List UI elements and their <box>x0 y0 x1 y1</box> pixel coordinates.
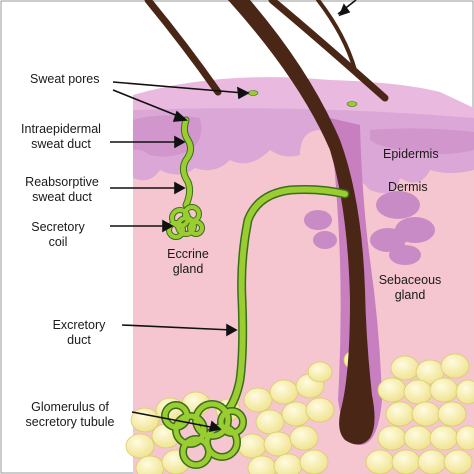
main-hair <box>228 0 375 445</box>
label-eccrine-line2: gland <box>172 262 204 276</box>
label-secretory-line2: coil <box>48 235 68 249</box>
label-reabsorptive-duct: Reabsorptive sweat duct <box>17 175 107 205</box>
sebaceous-gland <box>304 191 435 265</box>
label-intraepidermal-duct: Intraepidermal sweat duct <box>9 122 113 152</box>
label-dermis: Dermis <box>388 180 428 194</box>
label-sebaceous-line2: gland <box>394 288 426 302</box>
label-eccrine-line1: Eccrine <box>167 247 209 261</box>
label-intraepidermal-line2: sweat duct <box>31 137 91 151</box>
label-epidermis: Epidermis <box>383 147 439 161</box>
label-glomerulus: Glomerulus of secretory tubule <box>8 400 132 430</box>
label-excretory-line1: Excretory <box>52 318 106 332</box>
label-sebaceous-line1: Sebaceous <box>378 273 442 287</box>
label-secretory-coil: Secretory coil <box>22 220 94 250</box>
label-excretory-line2: duct <box>67 333 91 347</box>
label-eccrine-gland: Eccrine gland <box>158 247 218 277</box>
label-sebaceous-gland: Sebaceous gland <box>372 273 448 303</box>
epidermis-folds-right <box>370 128 474 154</box>
label-reabsorptive-line2: sweat duct <box>32 190 92 204</box>
label-glomerulus-line1: Glomerulus of <box>31 400 109 414</box>
sweat-pores <box>247 90 358 107</box>
label-intraepidermal-line1: Intraepidermal <box>21 122 101 136</box>
hair-shafts <box>144 0 389 102</box>
label-reabsorptive-line1: Reabsorptive <box>25 175 99 189</box>
label-glomerulus-line2: secretory tubule <box>25 415 115 429</box>
label-excretory-duct: Excretory duct <box>42 318 116 348</box>
label-sweat-pores: Sweat pores <box>30 72 100 86</box>
pointer-arrows <box>110 0 357 433</box>
label-secretory-line1: Secretory <box>31 220 85 234</box>
